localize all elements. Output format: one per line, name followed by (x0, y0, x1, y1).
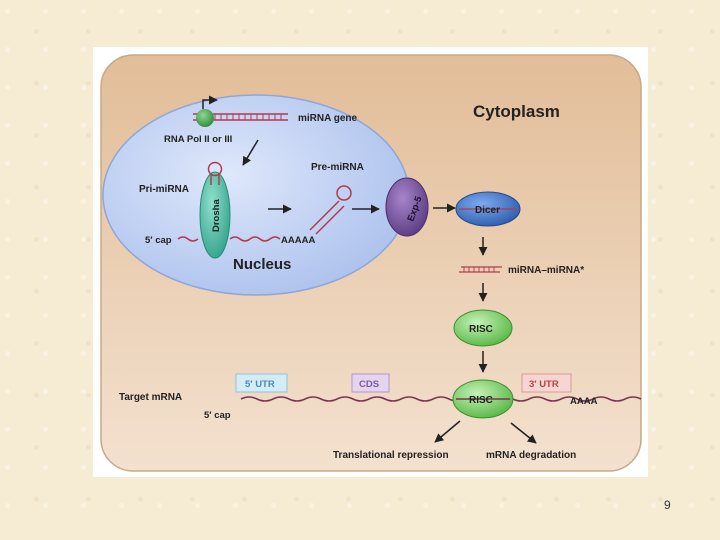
five-utr-box (235, 373, 288, 393)
target-mrna-strand (240, 396, 642, 402)
target-mrna-label: Target mRNA (119, 392, 182, 403)
duplex-label: miRNA–miRNA* (508, 265, 584, 276)
rna-polymerase (196, 109, 214, 127)
three-utr-label: 3′ UTR (529, 379, 559, 390)
cytoplasm-label: Cytoplasm (473, 102, 560, 121)
three-utr-box (521, 373, 572, 393)
risc-complex (453, 309, 513, 347)
transcription-start-arrow (202, 95, 218, 109)
pri-mirna-tail-right (229, 236, 281, 242)
mirna-duplex (459, 266, 502, 273)
repression-label: Translational repression (333, 450, 449, 461)
transcription-arrow (242, 139, 259, 166)
pre-mirna-label: Pre-miRNA (311, 162, 364, 173)
pri-mirna-tail-left (177, 236, 199, 242)
cds-label: CDS (359, 379, 379, 390)
target-five-cap-label: 5′ cap (204, 410, 231, 421)
exportin-5-protein (385, 177, 429, 237)
page-number: 9 (664, 498, 671, 512)
pri-five-cap-label: 5′ cap (145, 235, 172, 246)
five-utr-label: 5′ UTR (245, 379, 275, 390)
risc-bound-label: RISC (469, 395, 493, 406)
drosha-protein (199, 171, 231, 259)
rna-pol-label: RNA Pol II or III (164, 134, 232, 145)
degradation-label: mRNA degradation (486, 450, 576, 461)
pri-mirna-hairpin (207, 161, 223, 185)
target-polya-label: AAAA (570, 396, 598, 407)
drosha-label: Drosha (211, 199, 222, 232)
pre-mirna-hairpin (309, 185, 352, 235)
cds-box (351, 373, 390, 393)
mirna-gene-label: miRNA gene (298, 113, 358, 124)
dicer-label: Dicer (475, 205, 500, 216)
nucleus-label: Nucleus (233, 256, 291, 273)
repression-arrow (434, 420, 461, 443)
pri-mirna-label: Pri-miRNA (139, 184, 189, 195)
risc-label: RISC (469, 324, 493, 335)
mirna-pathway-figure: Cytoplasm Nucleus miRNA gene RNA Pol II … (93, 47, 648, 477)
pri-polya-label: AAAAA (281, 235, 315, 246)
degradation-arrow (510, 422, 537, 444)
